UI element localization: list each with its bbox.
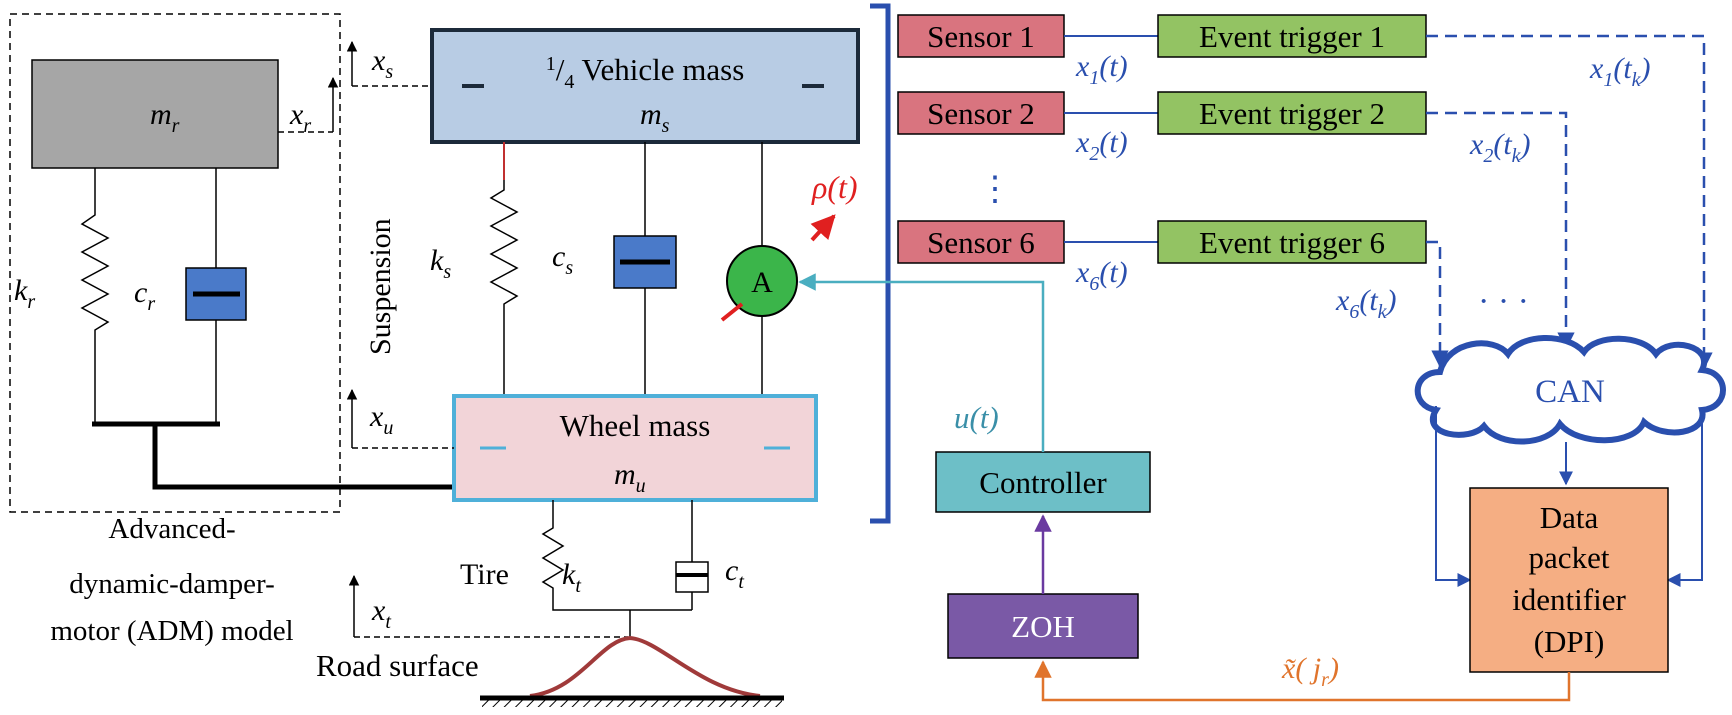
dpi-line4: (DPI)	[1534, 624, 1605, 659]
fault-arrow	[810, 214, 836, 242]
wheel-disp-label: xu	[369, 400, 393, 439]
vehicle-mass-symbol: ms	[640, 98, 670, 137]
dpi-line1: Data	[1540, 500, 1599, 535]
can-label: CAN	[1535, 374, 1605, 410]
suspension-spring	[489, 142, 519, 396]
rotor-spring-label: kr	[14, 274, 35, 313]
sensor-6-label: Sensor 6	[927, 225, 1035, 260]
rotor-mass-block	[31, 59, 279, 169]
tire-label: Tire	[460, 558, 509, 591]
wheel-mass-label: Wheel mass	[560, 408, 711, 443]
trigger-1-box	[1157, 14, 1427, 58]
trigger-6-box	[1157, 220, 1427, 264]
road-bump	[529, 635, 761, 698]
dpi-to-zoh-feedback	[1034, 660, 1571, 702]
suspension-damper-label: cs	[552, 240, 573, 279]
sensor-2-box	[897, 91, 1065, 135]
rotor-spring	[80, 168, 110, 424]
trigger-2-box	[1157, 91, 1427, 135]
sensor-2-label: Sensor 2	[927, 96, 1035, 131]
suspension-spring-label: ks	[430, 244, 451, 283]
rotor-disp-label: xr	[289, 98, 311, 137]
adm-caption-line2: dynamic-damper-	[69, 568, 275, 600]
controller-to-actuator	[798, 273, 1045, 452]
feedback-signal-label: x̃( jr)	[1281, 652, 1339, 691]
trigger-6-to-can	[1426, 240, 1449, 368]
suspension-label: Suspension	[364, 218, 397, 355]
trigger-2-to-can	[1426, 111, 1575, 350]
trigger-6-label: Event trigger 6	[1199, 225, 1385, 260]
sampled-6-label: x6(tk)	[1335, 284, 1397, 323]
actuator-fault-slash	[720, 302, 744, 322]
dpi-line3: identifier	[1512, 582, 1626, 617]
vehicle-mass-label: 1/4 Vehicle mass	[546, 52, 745, 93]
dpi-line2: packet	[1529, 540, 1610, 575]
adm-model: mr xr kr cr Advanced- dynamic-damper- mo…	[9, 13, 457, 647]
road-disp-label: xt	[371, 594, 391, 633]
actuator-circle	[726, 245, 798, 317]
sensor-bracket	[870, 3, 891, 524]
zoh-label: ZOH	[1011, 609, 1075, 644]
can-to-dpi-right	[1666, 408, 1703, 587]
rotor-damper-label: cr	[134, 276, 155, 315]
wheel-mass-symbol: mu	[614, 458, 646, 497]
can-to-dpi-left	[1435, 406, 1472, 587]
sampled-1-label: x1(tk)	[1589, 52, 1651, 91]
adm-caption-line3: motor (ADM) model	[50, 615, 293, 647]
adm-caption-line1: Advanced-	[108, 513, 235, 545]
sensor-2-signal: x2(t)	[1075, 126, 1128, 165]
road-hatch	[482, 697, 782, 707]
network-section: Sensor 1 x1(t) Event trigger 1 Sensor 2 …	[798, 14, 1726, 702]
sensor-1-box	[897, 14, 1065, 58]
dpi-box	[1469, 487, 1669, 673]
sensor-1-label: Sensor 1	[927, 19, 1035, 54]
sensor-6-box	[897, 220, 1065, 264]
vehicle-disp-label: xs	[371, 44, 393, 83]
trigger-horizontal-ellipsis: · · ·	[1478, 283, 1529, 320]
actuator-label: A	[751, 266, 773, 299]
trigger-2-label: Event trigger 2	[1199, 96, 1385, 131]
tire-spring	[541, 500, 692, 611]
control-signal-label: u(t)	[954, 400, 999, 435]
controller-box	[935, 451, 1151, 513]
tire-spring-label: kt	[562, 558, 581, 597]
sensor-6-signal: x6(t)	[1075, 256, 1128, 295]
fault-label: ρ(t)	[811, 169, 858, 205]
controller-label: Controller	[979, 465, 1107, 500]
sampled-2-label: x2(tk)	[1469, 128, 1531, 167]
adm-dashed-frame	[9, 13, 341, 513]
trigger-1-to-can	[1426, 34, 1713, 370]
sensor-1-signal: x1(t)	[1075, 50, 1128, 89]
road-surface-label: Road surface	[316, 648, 479, 683]
tire-damper-label: ct	[725, 554, 744, 593]
rotor-mass-label: mr	[150, 98, 180, 137]
sensor-vertical-ellipsis: ⋮	[978, 171, 1012, 208]
adm-link-bar	[152, 424, 457, 490]
quarter-vehicle: Suspension 1/4 Vehicle mass ms xs ks cs	[316, 28, 860, 707]
trigger-1-label: Event trigger 1	[1199, 19, 1385, 54]
